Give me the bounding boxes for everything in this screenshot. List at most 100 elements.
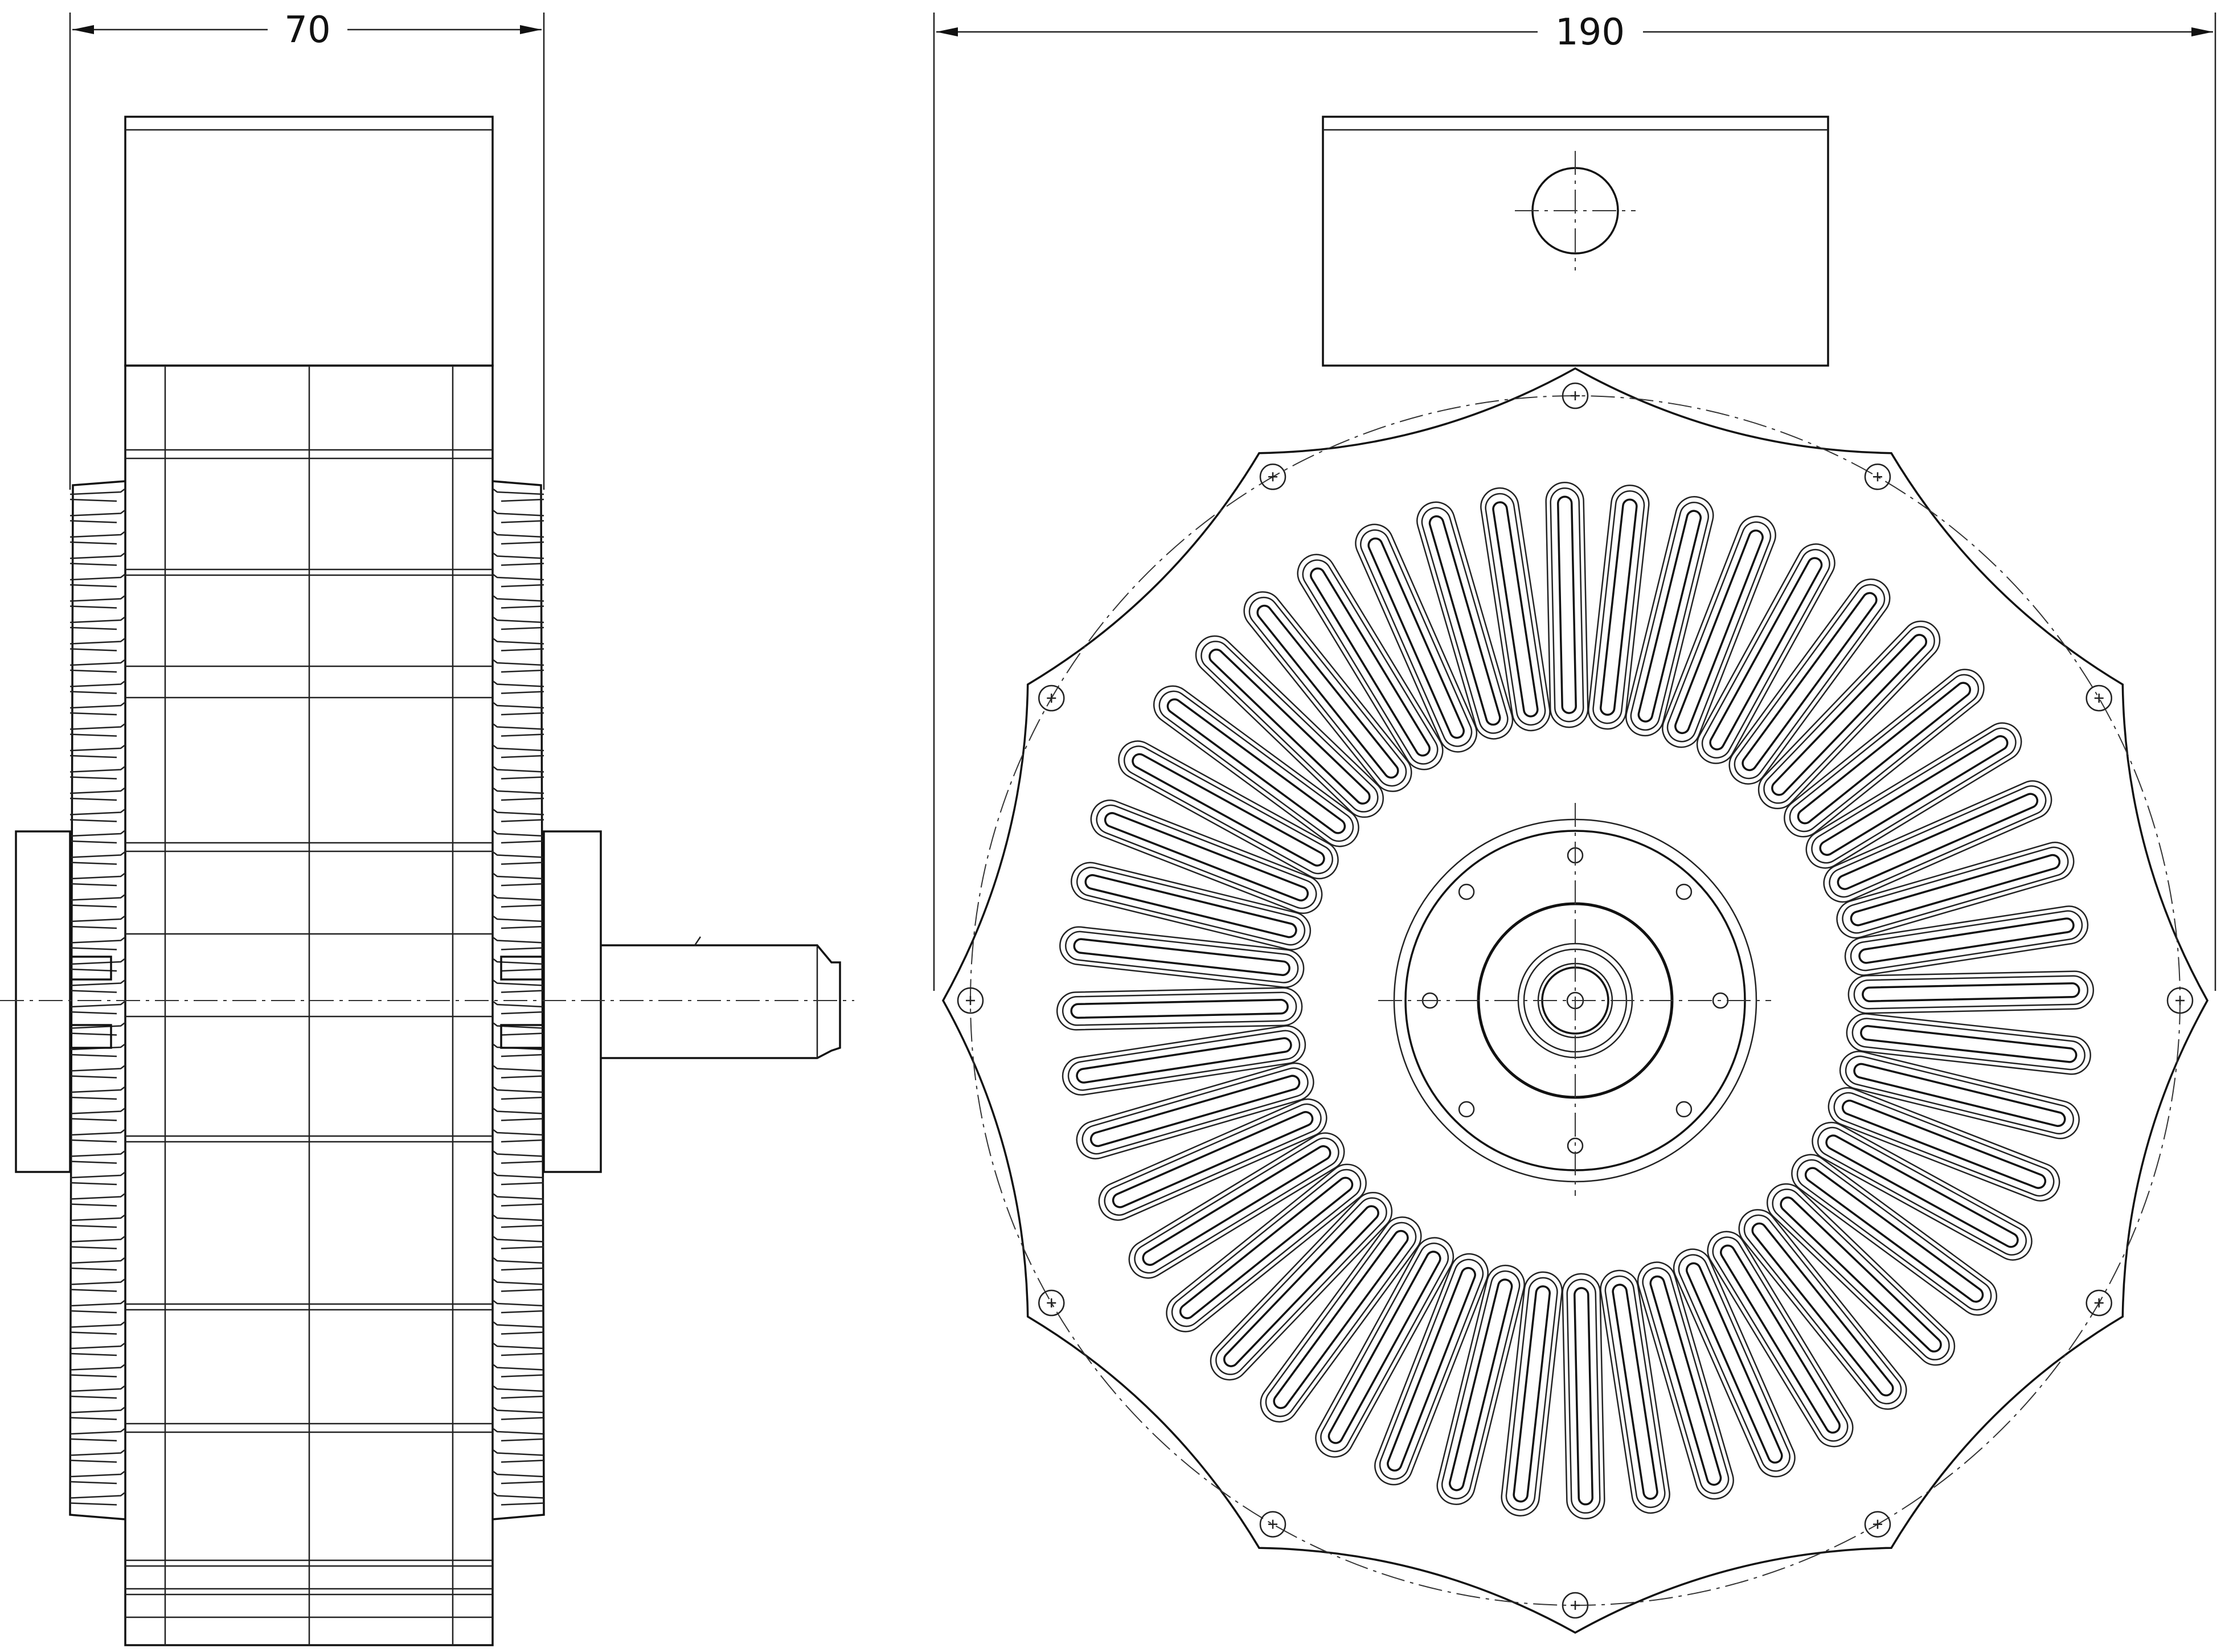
- right-fin: [492, 552, 544, 559]
- radial-fin: [1090, 800, 1323, 914]
- right-fin: [492, 488, 544, 495]
- bolt-hole: [1038, 684, 1065, 712]
- radial-fin: [1056, 987, 1303, 1031]
- left-fin-edge: [69, 712, 117, 716]
- right-fin-edge: [501, 1395, 544, 1399]
- left-fin-edge: [69, 947, 117, 950]
- right-fin: [492, 1449, 544, 1456]
- radial-fin: [1791, 1154, 1998, 1316]
- bolt-hole: [2085, 1289, 2112, 1317]
- right-fin-edge: [501, 1481, 544, 1485]
- left-fin-edge: [69, 498, 117, 502]
- right-fin: [492, 1470, 544, 1478]
- left-fin: [69, 488, 126, 495]
- radial-fin: [1260, 1216, 1422, 1423]
- left-fin: [69, 808, 126, 815]
- side-body-segments: [125, 449, 493, 1618]
- right-fin-edge: [501, 541, 544, 545]
- radial-fin: [1757, 620, 1941, 810]
- left-fin-edge: [69, 669, 117, 673]
- left-fin-edge: [69, 1011, 117, 1015]
- radial-fin: [1195, 635, 1384, 818]
- right-fin: [492, 787, 544, 794]
- right-fin-edge: [501, 563, 544, 566]
- right-fin: [492, 637, 544, 645]
- radial-fin: [1076, 1062, 1314, 1159]
- right-fin: [492, 1086, 544, 1093]
- right-fin-edge: [501, 1011, 544, 1015]
- left-fin-edge: [69, 733, 117, 737]
- left-fin: [69, 1192, 126, 1200]
- left-fin: [69, 1064, 126, 1072]
- left-fin: [69, 1491, 126, 1499]
- right-fin-edge: [501, 1139, 544, 1143]
- right-fin-edge: [501, 840, 544, 844]
- left-fin-edge: [69, 1417, 117, 1420]
- right-fin-edge: [501, 498, 544, 502]
- left-notch: [70, 956, 112, 1049]
- left-fin-edge: [69, 1481, 117, 1485]
- radial-fin: [1784, 669, 1985, 838]
- left-fin-edge: [69, 840, 117, 844]
- radial-fin: [1728, 578, 1891, 785]
- side-view: 70: [0, 9, 854, 1646]
- right-fin-edge: [501, 990, 544, 993]
- right-fin-edge: [501, 1053, 544, 1057]
- bolt-hole: [1864, 464, 1891, 490]
- radial-fin: [1374, 1253, 1489, 1486]
- left-fin: [69, 1171, 126, 1179]
- right-notch: [500, 956, 544, 1049]
- right-fin: [492, 1064, 544, 1072]
- left-fin-edge: [69, 541, 117, 545]
- right-fin-edge: [501, 1310, 544, 1314]
- radial-fin: [1836, 842, 2075, 939]
- bolt-holes: [957, 382, 2194, 1619]
- front-cooling-fins: [1056, 481, 2095, 1520]
- bolt-hole: [1259, 464, 1286, 490]
- left-fin-edge: [69, 1118, 117, 1121]
- left-fin: [69, 1406, 126, 1413]
- right-fin: [492, 1342, 544, 1350]
- right-fin-edge: [501, 712, 544, 716]
- left-fin: [69, 1001, 126, 1008]
- left-fin: [69, 1235, 126, 1243]
- left-fin: [69, 531, 126, 538]
- right-fin: [492, 1192, 544, 1200]
- right-fin: [492, 595, 544, 602]
- left-fin: [69, 1385, 126, 1392]
- right-fin-edge: [501, 1460, 544, 1463]
- hub-hole: [1458, 883, 1475, 900]
- bolt-hole: [1259, 1511, 1286, 1538]
- hub-hole: [1458, 1101, 1475, 1118]
- left-fin-edge: [69, 1224, 117, 1228]
- left-fin-edge: [69, 1331, 117, 1335]
- right-fin-edge: [501, 1267, 544, 1271]
- left-fin: [69, 765, 126, 773]
- left-fin: [69, 616, 126, 624]
- side-output-shaft: [601, 944, 841, 1059]
- left-fin: [69, 1363, 126, 1371]
- left-fin: [69, 1129, 126, 1136]
- right-fin: [492, 744, 544, 752]
- left-fin: [69, 1449, 126, 1456]
- left-fin-edge: [69, 1310, 117, 1314]
- front-width-label: 190: [1555, 11, 1625, 54]
- left-fin-edge: [69, 1182, 117, 1186]
- radial-fin: [1501, 1271, 1563, 1516]
- left-fin: [69, 1257, 126, 1264]
- right-fin-edge: [501, 1438, 544, 1442]
- left-fin: [69, 851, 126, 858]
- left-fin-edge: [69, 1032, 117, 1036]
- left-fin: [69, 573, 126, 581]
- left-fin: [69, 872, 126, 880]
- right-fin-edge: [501, 1032, 544, 1036]
- right-fin: [492, 936, 544, 944]
- right-fin-edge: [501, 1417, 544, 1420]
- hub-hole: [1675, 883, 1693, 900]
- radial-fin: [1812, 1121, 2033, 1261]
- left-fin-edge: [69, 1203, 117, 1207]
- left-fin: [69, 595, 126, 602]
- right-fin: [492, 1491, 544, 1499]
- right-fin-edge: [501, 862, 544, 865]
- front-mount-bracket: [1322, 116, 1829, 367]
